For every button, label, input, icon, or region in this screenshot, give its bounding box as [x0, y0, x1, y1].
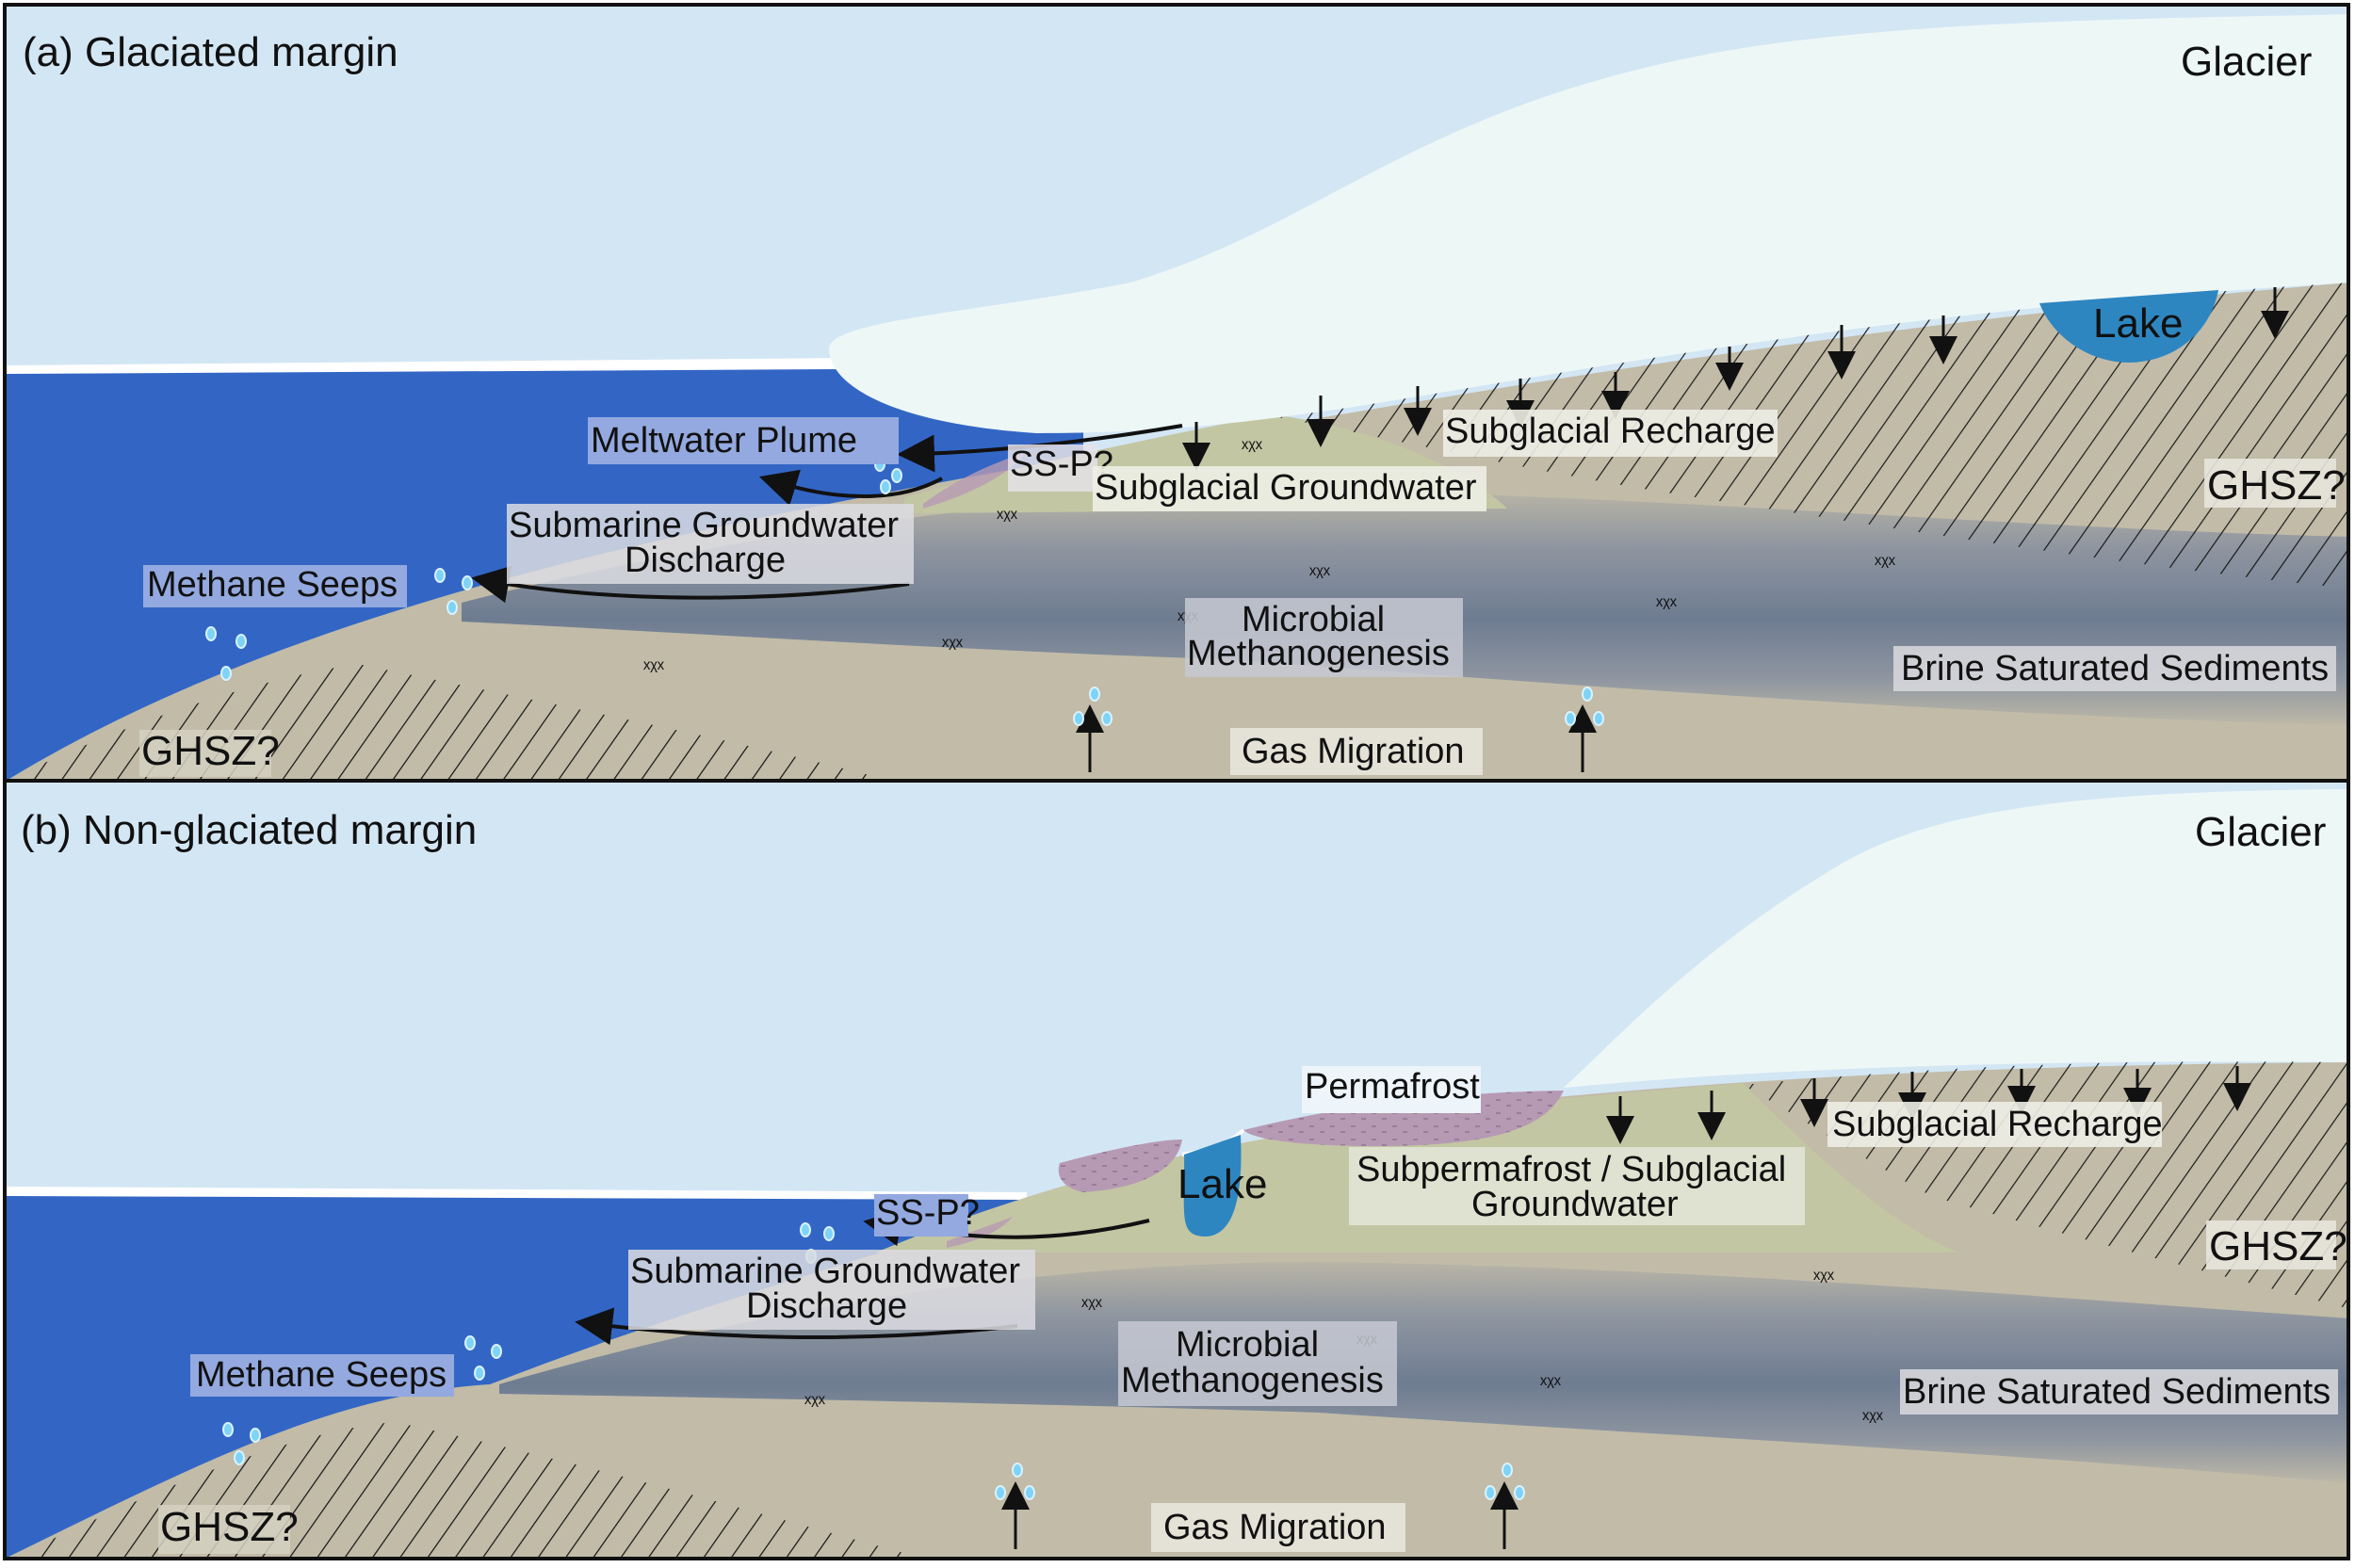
svg-text:ˣᵡˣ: ˣᵡˣ [1081, 1293, 1103, 1317]
panel-b-title: (b) Non-glaciated margin [21, 807, 477, 853]
gas-migration-label-b: Gas Migration [1163, 1508, 1387, 1547]
sspermafrost-flow-arrow-a [758, 469, 943, 506]
svg-text:ˣᵡˣ: ˣᵡˣ [1309, 561, 1331, 585]
meltwater-plume-label-a: Meltwater Plume [591, 421, 857, 461]
subpermafrost-label-line2-b: Groundwater [1471, 1185, 1679, 1224]
svg-text:ˣᵡˣ: ˣᵡˣ [804, 1390, 826, 1414]
glacier-b [1564, 789, 2347, 1088]
lake-label-b: Lake [1178, 1161, 1267, 1207]
microbial-label-line1-a: Microbial [1242, 600, 1385, 639]
panel-b-labels: (b) Non-glaciated margin Glacier Permafr… [21, 807, 2347, 1554]
sgd-flow-arrow-a [471, 565, 910, 604]
recharge-arrows-a [1182, 287, 2289, 471]
ghsz-left-label-a: GHSZ? [141, 728, 280, 774]
ghsz-right-label-b: GHSZ? [2209, 1223, 2347, 1269]
gas-migration-label-a: Gas Migration [1242, 732, 1465, 771]
ghsz-right-label-a: GHSZ? [2207, 462, 2346, 509]
microbial-label-line1-b: Microbial [1176, 1325, 1319, 1365]
brine-label-a: Brine Saturated Sediments [1901, 649, 2329, 688]
permafrost-b3 [947, 1217, 1013, 1248]
sgd-label-line1-b: Submarine Groundwater [630, 1252, 1020, 1291]
sgd-label-line1-a: Submarine Groundwater [509, 506, 899, 545]
svg-text:ˣᵡˣ: ˣᵡˣ [1656, 592, 1678, 616]
subpermafrost-label-line1-b: Subpermafrost / Subglacial [1356, 1150, 1786, 1189]
svg-text:ˣᵡˣ: ˣᵡˣ [1875, 551, 1896, 574]
methane-seeps-label-a: Methane Seeps [147, 565, 398, 605]
svg-text:ˣᵡˣ: ˣᵡˣ [1540, 1371, 1562, 1395]
ocean-surface-a [7, 358, 848, 374]
panel-a-title: (a) Glaciated margin [23, 29, 398, 75]
ss-p-label-b: SS-P? [876, 1193, 980, 1233]
methane-seeps-label-b: Methane Seeps [196, 1355, 447, 1395]
permafrost-label-b: Permafrost [1305, 1067, 1480, 1107]
svg-text:ˣᵡˣ: ˣᵡˣ [1862, 1406, 1884, 1430]
subglacial-recharge-label-b: Subglacial Recharge [1832, 1105, 2163, 1144]
panel-a-labels: (a) Glaciated margin Glacier Lake Meltwa… [23, 29, 2346, 777]
permafrost-b1 [1058, 1140, 1182, 1192]
sgd-label-line2-a: Discharge [625, 541, 786, 580]
permafrost-b2 [1243, 1091, 1564, 1146]
brine-label-b: Brine Saturated Sediments [1903, 1372, 2331, 1412]
microbial-label-line2-a: Methanogenesis [1187, 634, 1450, 673]
sgd-label-line2-b: Discharge [746, 1286, 907, 1326]
svg-text:ˣᵡˣ: ˣᵡˣ [1242, 435, 1263, 459]
glacier-label-a: Glacier [2181, 39, 2312, 85]
methane-bubbles-b [222, 1222, 1525, 1500]
permafrost-lens-a [923, 452, 1027, 509]
glacier-a [829, 14, 2347, 433]
microbial-label-line2-b: Methanogenesis [1121, 1361, 1384, 1400]
svg-text:ˣᵡˣ: ˣᵡˣ [643, 655, 665, 679]
subglacial-recharge-label-a: Subglacial Recharge [1445, 412, 1776, 451]
svg-text:ˣᵡˣ: ˣᵡˣ [942, 633, 964, 656]
ocean-surface-b [7, 1187, 1027, 1200]
glacier-label-b: Glacier [2195, 809, 2326, 855]
ghsz-zone-a [1262, 283, 2347, 589]
svg-text:ˣᵡˣ: ˣᵡˣ [1813, 1266, 1835, 1289]
lake-label-a: Lake [2093, 300, 2183, 347]
lake-a [2039, 290, 2218, 363]
svg-text:ˣᵡˣ: ˣᵡˣ [997, 505, 1018, 528]
recharge-arrows-b [1606, 1066, 2251, 1144]
subglacial-groundwater-label-a: Subglacial Groundwater [1095, 468, 1477, 508]
lake-b [1183, 1135, 1242, 1237]
ghsz-left-label-b: GHSZ? [160, 1504, 299, 1550]
